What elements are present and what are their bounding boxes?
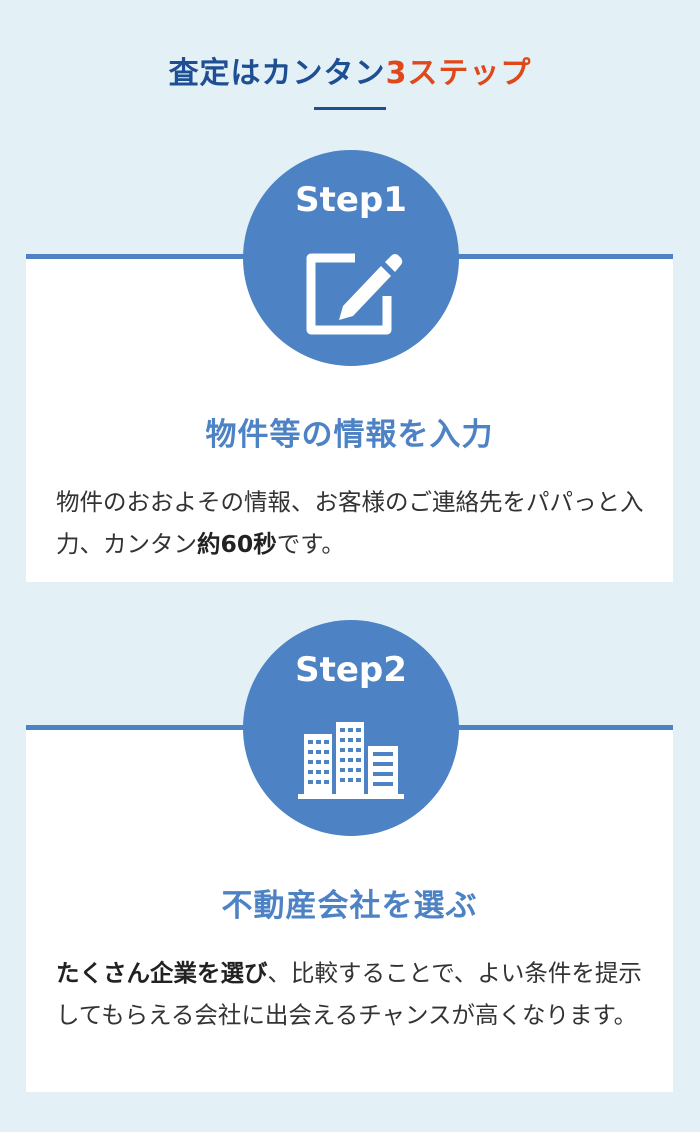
- step-1-desc-text: 物件のおおよその情報、お客様のご連絡先をパパっと入力、カンタン: [56, 488, 644, 558]
- section-title-main: 査定はカンタン: [168, 56, 386, 91]
- step-2-heading: 不動産会社を選ぶ: [221, 888, 478, 924]
- step-2-badge: Step2: [243, 620, 459, 836]
- step-2-label: Step2: [295, 650, 407, 690]
- step-2-description: たくさん企業を選び、比較することで、よい条件を提示してもらえる会社に出会えるチャ…: [56, 952, 648, 1036]
- section-title: 査定はカンタン3ステップ: [0, 48, 700, 92]
- step-1-badge: Step1: [243, 150, 459, 366]
- step-1-desc-tail: です。: [276, 530, 345, 558]
- section-title-accent: 3ステップ: [385, 56, 532, 91]
- title-underline: [314, 107, 386, 110]
- step-1-desc-bold: 約60秒: [197, 530, 277, 558]
- step-2-desc-text: 、比較することで、よい条件を提示してもらえる会社に出会えるチャンスが高くなります…: [56, 959, 642, 1029]
- step-1-description: 物件のおおよその情報、お客様のご連絡先をパパっと入力、カンタン約60秒です。: [56, 481, 648, 565]
- step-1-label: Step1: [295, 180, 407, 220]
- buildings-icon: [298, 722, 404, 799]
- edit-icon: [306, 253, 403, 335]
- step-1-heading: 物件等の情報を入力: [205, 417, 494, 453]
- step-2-desc-bold: たくさん企業を選び: [56, 959, 268, 987]
